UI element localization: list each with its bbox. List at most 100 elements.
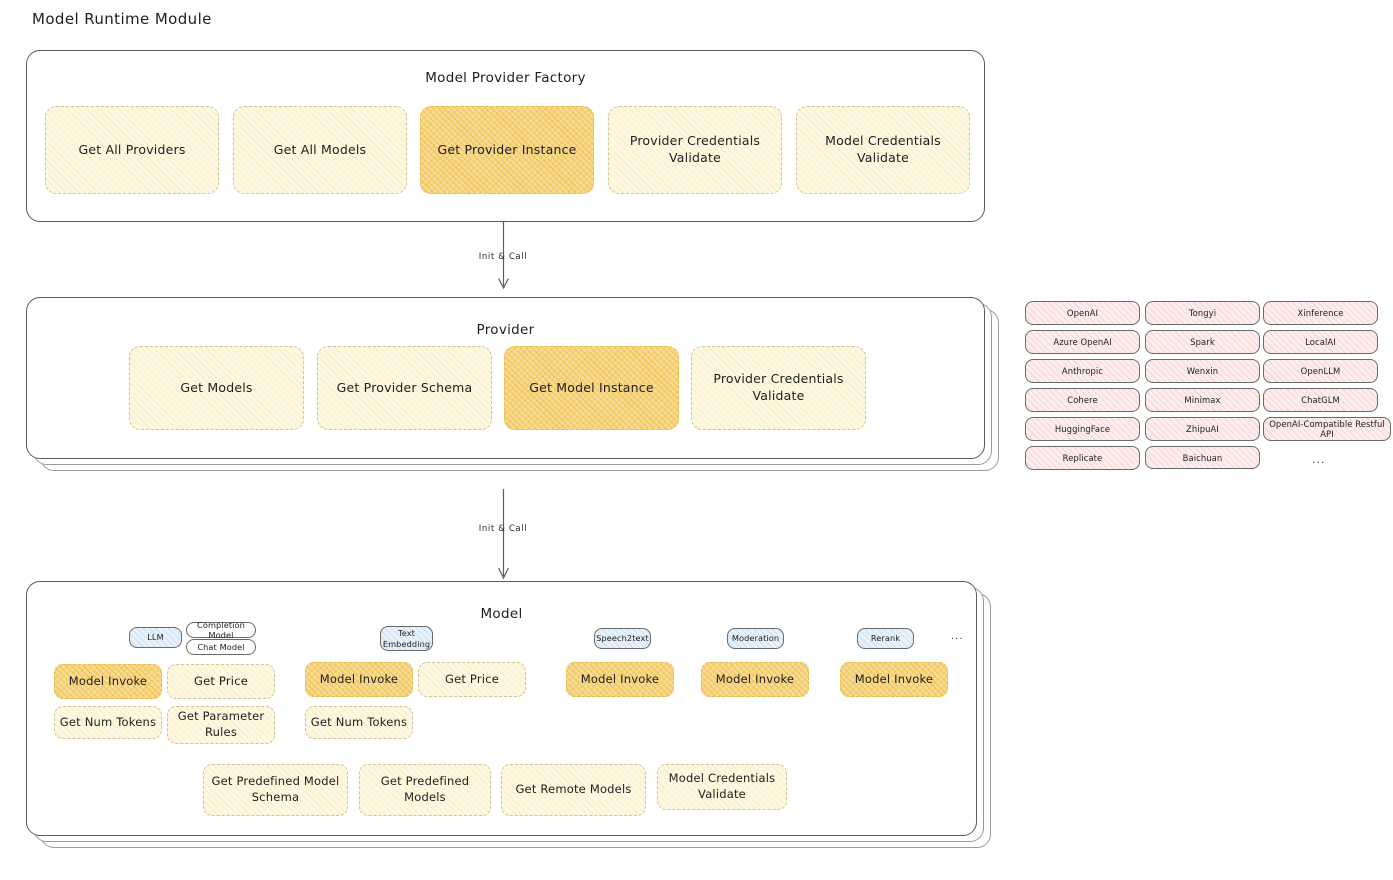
provider-label: OpenAI-Compatible Restful API	[1269, 419, 1385, 439]
provider-label: Wenxin	[1186, 366, 1219, 376]
model-types-more-ellipsis: ...	[951, 631, 964, 642]
badge-label: Rerank	[870, 633, 901, 644]
model-type-badge-text-embedding[interactable]: Text Embedding	[380, 626, 433, 651]
provider-list-item-baichuan[interactable]: Baichuan	[1145, 446, 1260, 469]
provider-label: Tongyi	[1188, 308, 1217, 318]
chip-label: Get Models	[180, 379, 253, 395]
chip-label: Get Num Tokens	[310, 714, 408, 729]
provider-label: ChatGLM	[1301, 395, 1340, 405]
chip-label: Get All Models	[273, 141, 367, 157]
model-method-llm-model-invoke[interactable]: Model Invoke	[54, 664, 162, 699]
provider-list-item-zhipuai[interactable]: ZhipuAI	[1145, 417, 1260, 441]
provider-list-item-huggingface[interactable]: HuggingFace	[1025, 417, 1140, 441]
provider-list-item-replicate[interactable]: Replicate	[1025, 446, 1140, 470]
badge-label: Chat Model	[197, 641, 245, 652]
provider-label: Spark	[1190, 337, 1215, 347]
provider-label: ZhipuAI	[1186, 424, 1219, 434]
model-method-text-embedding-get-num-tokens[interactable]: Get Num Tokens	[305, 706, 413, 739]
model-subtype-badge-completion-model[interactable]: Completion Model	[186, 619, 256, 640]
model-method-speech2text-model-invoke[interactable]: Model Invoke	[566, 662, 674, 697]
badge-label: Moderation	[731, 633, 780, 644]
model-method-llm-get-parameter-rules[interactable]: Get Parameter Rules	[167, 706, 275, 744]
chip-label: Model Credentials Validate	[825, 133, 941, 165]
provider-list-item-localai[interactable]: LocalAI	[1263, 330, 1378, 354]
provider-label: OpenLLM	[1300, 366, 1341, 376]
arrow-provider-to-model	[498, 489, 509, 580]
model-type-badge-rerank[interactable]: Rerank	[857, 628, 914, 649]
provider-label: HuggingFace	[1054, 424, 1111, 434]
page-title: Model Runtime Module	[32, 10, 212, 28]
provider-label: Minimax	[1184, 395, 1221, 405]
model-method-llm-get-price[interactable]: Get Price	[167, 664, 275, 699]
provider-list-item-openllm[interactable]: OpenLLM	[1263, 359, 1378, 383]
provider-label: Baichuan	[1182, 452, 1223, 463]
arrow-factory-to-provider	[498, 222, 509, 290]
provider-label: Replicate	[1062, 453, 1103, 463]
provider-list-item-openai[interactable]: OpenAI	[1025, 301, 1140, 325]
provider-list-item-anthropic[interactable]: Anthropic	[1025, 359, 1140, 383]
model-method-text-embedding-get-price[interactable]: Get Price	[418, 662, 526, 697]
chip-label: Get Parameter Rules	[177, 709, 265, 739]
chip-label: Get Price	[444, 671, 499, 686]
provider-method-get-model-instance[interactable]: Get Model Instance	[504, 346, 679, 430]
badge-label: Text Embedding	[382, 628, 431, 649]
chip-label: Get Provider Schema	[336, 379, 473, 395]
provider-list-item-cohere[interactable]: Cohere	[1025, 388, 1140, 412]
chip-label: Provider Credentials Validate	[713, 371, 844, 403]
provider-list-item-spark[interactable]: Spark	[1145, 330, 1260, 354]
chip-label: Get Price	[193, 673, 248, 688]
provider-list-more-ellipsis: ...	[1312, 453, 1326, 466]
provider-label: Azure OpenAI	[1053, 337, 1112, 347]
provider-method-get-provider-schema[interactable]: Get Provider Schema	[317, 346, 492, 430]
provider-list-item-xinference[interactable]: Xinference	[1263, 301, 1378, 325]
chip-label: Model Invoke	[580, 671, 660, 686]
provider-method-get-models[interactable]: Get Models	[129, 346, 304, 430]
chip-label: Get Provider Instance	[437, 141, 577, 157]
chip-label: Get Predefined Models	[380, 774, 470, 804]
model-type-badge-moderation[interactable]: Moderation	[727, 628, 784, 649]
provider-method-provider-credentials-validate[interactable]: Provider Credentials Validate	[691, 346, 866, 430]
factory-method-get-provider-instance[interactable]: Get Provider Instance	[420, 106, 594, 194]
chip-label: Model Invoke	[68, 673, 148, 688]
model-shared-method-get-remote-models[interactable]: Get Remote Models	[501, 764, 646, 816]
model-method-text-embedding-model-invoke[interactable]: Model Invoke	[305, 662, 413, 697]
chip-label: Get Num Tokens	[59, 714, 157, 729]
provider-list-item-minimax[interactable]: Minimax	[1145, 388, 1260, 412]
factory-method-provider-credentials-validate[interactable]: Provider Credentials Validate	[608, 106, 782, 194]
provider-list-item-wenxin[interactable]: Wenxin	[1145, 359, 1260, 383]
badge-label: Completion Model	[197, 619, 245, 640]
model-title: Model	[480, 606, 523, 622]
chip-label: Provider Credentials Validate	[629, 133, 761, 165]
provider-label: Cohere	[1067, 395, 1098, 405]
model-shared-method-model-credentials-validate[interactable]: Model Credentials Validate	[657, 764, 787, 810]
model-shared-method-get-predefined-model-schema[interactable]: Get Predefined Model Schema	[203, 764, 348, 816]
chip-label: Model Invoke	[319, 671, 399, 686]
chip-label: Get All Providers	[78, 141, 186, 157]
provider-label: Xinference	[1297, 308, 1344, 318]
provider-list-item-chatglm[interactable]: ChatGLM	[1263, 388, 1378, 412]
chip-label: Model Credentials Validate	[668, 771, 776, 801]
model-type-badge-llm[interactable]: LLM	[129, 627, 182, 648]
model-provider-factory-title: Model Provider Factory	[425, 70, 586, 86]
model-method-moderation-model-invoke[interactable]: Model Invoke	[701, 662, 809, 697]
provider-title: Provider	[476, 322, 535, 338]
provider-list-item-tongyi[interactable]: Tongyi	[1145, 301, 1260, 325]
provider-label: Anthropic	[1061, 366, 1104, 376]
factory-method-model-credentials-validate[interactable]: Model Credentials Validate	[796, 106, 970, 194]
model-type-badge-speech2text[interactable]: Speech2text	[594, 628, 651, 649]
chip-label: Model Invoke	[854, 671, 934, 686]
model-method-rerank-model-invoke[interactable]: Model Invoke	[840, 662, 948, 697]
arrow-label-init-and-call-2: Init & Call	[478, 524, 528, 534]
provider-list-item-azure-openai[interactable]: Azure OpenAI	[1025, 330, 1140, 354]
model-method-llm-get-num-tokens[interactable]: Get Num Tokens	[54, 706, 162, 739]
factory-method-get-all-providers[interactable]: Get All Providers	[45, 106, 219, 194]
chip-label: Get Predefined Model Schema	[211, 774, 340, 804]
model-subtype-badge-chat-model[interactable]: Chat Model	[186, 639, 256, 655]
provider-list-item-openai-compatible-restful-api[interactable]: OpenAI-Compatible Restful API	[1263, 417, 1391, 441]
factory-method-get-all-models[interactable]: Get All Models	[233, 106, 407, 194]
chip-label: Get Remote Models	[515, 782, 632, 797]
badge-label: Speech2text	[596, 633, 649, 644]
provider-label: LocalAI	[1305, 337, 1336, 347]
model-shared-method-get-predefined-models[interactable]: Get Predefined Models	[359, 764, 491, 816]
chip-label: Get Model Instance	[529, 379, 654, 395]
